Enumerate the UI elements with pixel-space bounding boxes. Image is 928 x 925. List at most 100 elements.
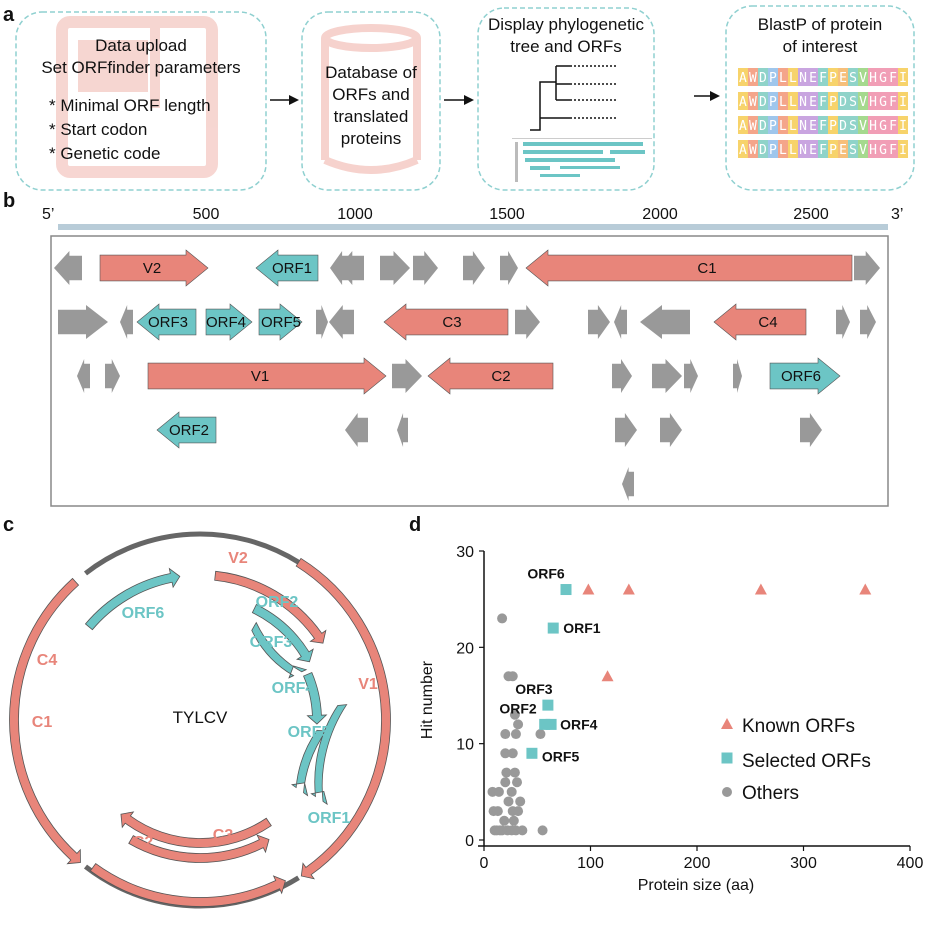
residue-cell (788, 92, 798, 110)
orf-arrow-orf2 (156, 411, 217, 449)
orf-arrow-v2 (99, 249, 209, 287)
residue-cell (888, 68, 898, 86)
residue-cell (848, 116, 858, 134)
data-point-triangle (754, 583, 767, 595)
unlabeled-orf-arrow (515, 305, 540, 339)
orf-arrow-orf6 (769, 357, 841, 395)
residue-cell (838, 140, 848, 158)
unlabeled-orf-arrow (854, 251, 880, 285)
dashed-box (477, 7, 655, 191)
residue-cell (878, 68, 888, 86)
residue-cell (888, 116, 898, 134)
genome-tick-2000: 2000 (642, 206, 678, 223)
residue-cell (768, 68, 778, 86)
box4-line-1: BlastP of protein (758, 15, 882, 34)
box1-line-1: Data upload (95, 36, 187, 55)
data-point-circle (512, 777, 523, 788)
genome-name: TYLCV (173, 708, 228, 727)
unlabeled-orf-arrow (836, 305, 850, 339)
panel-a-letter: a (3, 4, 15, 26)
residue-cell (898, 116, 908, 134)
unlabeled-orf-arrow (463, 251, 485, 285)
residue-cell (748, 116, 758, 134)
legend-selected: Selected ORFs (742, 751, 871, 772)
data-point-circle (506, 786, 517, 797)
genome-label-orf5: ORF5 (288, 724, 331, 741)
x-tick-label: 400 (897, 855, 924, 872)
sequence-row: AWDPLLNEFPDSVHGFI (739, 119, 907, 134)
sequence-row: AWDPLLNEFPDSVHGFI (739, 95, 907, 110)
unlabeled-orf-arrow (800, 413, 822, 447)
residue-cell (838, 92, 848, 110)
genome-label-v1: V1 (358, 676, 378, 693)
residue-cell (818, 92, 828, 110)
residue-cell (778, 92, 788, 110)
orf-arrow-orf5 (258, 303, 303, 341)
flow-box-database: Database of ORFs and translated proteins (301, 11, 441, 191)
legend-others: Others (742, 783, 799, 804)
sequence-row: AWDPLLNEFPESVHGFI (739, 143, 907, 158)
genome-arc-orf1 (310, 704, 348, 806)
genome-label-orf2: ORF2 (256, 594, 299, 611)
x-axis-title: Protein size (aa) (638, 877, 755, 894)
orf-track-thumbnail (512, 138, 652, 182)
residue-cell (838, 116, 848, 134)
legend: Known ORFs Selected ORFs Others (721, 716, 871, 804)
data-point-circle (500, 748, 511, 759)
genome-label-c4: C4 (37, 652, 58, 669)
residue-cell (868, 140, 878, 158)
data-point-circle (513, 806, 524, 817)
genome-label-orf1: ORF1 (308, 810, 351, 827)
residue-cell (758, 140, 768, 158)
dashed-box (301, 11, 441, 191)
residue-cell (838, 68, 848, 86)
genome-arc-c2 (89, 863, 286, 907)
legend-marker-circle (722, 787, 732, 797)
point-label-orf6: ORF6 (527, 566, 565, 582)
residue-cell (868, 92, 878, 110)
phylogenetic-tree-icon (530, 65, 618, 131)
data-point-circle (503, 796, 514, 807)
residue-cell (868, 68, 878, 86)
data-point-triangle (622, 583, 635, 595)
orf-arrow-c4 (713, 303, 807, 341)
y-tick-label: 10 (456, 737, 474, 754)
residue-cell (808, 68, 818, 86)
genome-label-orf6: ORF6 (122, 605, 165, 622)
orf-map-frame (50, 235, 889, 507)
data-point-square (545, 718, 557, 730)
panel-c-letter: c (3, 514, 14, 536)
residue-cell (788, 140, 798, 158)
unlabeled-orf-arrow (614, 305, 627, 339)
residue-cell (738, 116, 748, 134)
residue-cell (858, 92, 868, 110)
residue-cell (738, 68, 748, 86)
data-point-square (542, 699, 554, 711)
genome-label-c3: C3 (213, 827, 234, 844)
residue-cell (748, 68, 758, 86)
point-label-orf3: ORF3 (515, 681, 553, 697)
residue-cell (828, 68, 838, 86)
x-tick-label: 0 (480, 855, 489, 872)
data-point-circle (507, 748, 518, 759)
residue-cell (768, 116, 778, 134)
residue-cell (758, 92, 768, 110)
data-point-triangle (601, 670, 614, 682)
genome-scale-bar (58, 224, 888, 230)
residue-cell (818, 140, 828, 158)
orf-arrow-orf1 (255, 249, 319, 287)
data-point-circle (501, 767, 512, 778)
orf-arrow-orf3 (136, 303, 197, 341)
genome-tick-2500: 2500 (793, 206, 829, 223)
unlabeled-orf-arrow (380, 251, 410, 285)
unlabeled-orf-arrow (54, 251, 82, 285)
orf-label-orf3: ORF3 (148, 314, 188, 331)
orf-arrow-c3 (383, 303, 509, 341)
unlabeled-orf-arrow (684, 359, 698, 393)
unlabeled-orf-arrow (338, 251, 364, 285)
y-tick-label: 0 (465, 833, 474, 850)
residue-cell (798, 140, 808, 158)
data-point-circle (510, 729, 521, 740)
